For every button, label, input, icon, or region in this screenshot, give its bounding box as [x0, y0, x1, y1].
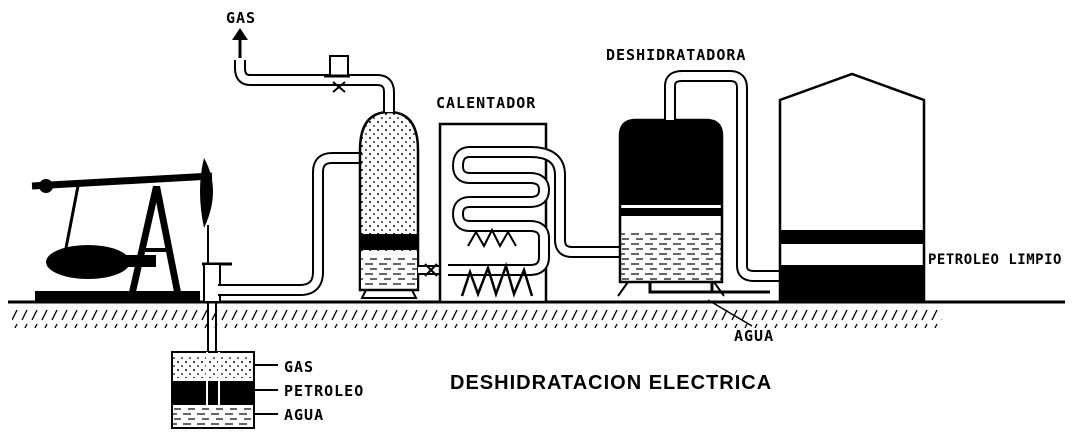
well: [202, 262, 232, 353]
gas-layer-label: GAS: [284, 358, 314, 376]
flow-line-well-separator: [218, 152, 362, 296]
gas-piping: [232, 28, 395, 112]
separator-vessel: [358, 110, 420, 299]
flow-line-heater-dehydrator: [554, 175, 660, 258]
reservoir: [171, 351, 278, 429]
petroleo-layer-label: PETROLEO: [284, 382, 364, 400]
storage-tank: [778, 72, 926, 302]
petroleo-limpio-label: PETROLEO LIMPIO: [928, 252, 1062, 268]
ground: [8, 300, 1065, 328]
agua-outlet-label: AGUA: [734, 327, 774, 345]
heater: [438, 122, 566, 304]
agua-layer-label: AGUA: [284, 406, 324, 424]
calentador-label: CALENTADOR: [436, 94, 536, 112]
electric-dehydrator: [617, 70, 780, 327]
gas-outlet-label: GAS: [226, 9, 256, 27]
pumpjack: [31, 158, 213, 301]
deshidratadora-label: DESHIDRATADORA: [606, 46, 746, 64]
diagram-title: DESHIDRATACION ELECTRICA: [450, 372, 772, 394]
